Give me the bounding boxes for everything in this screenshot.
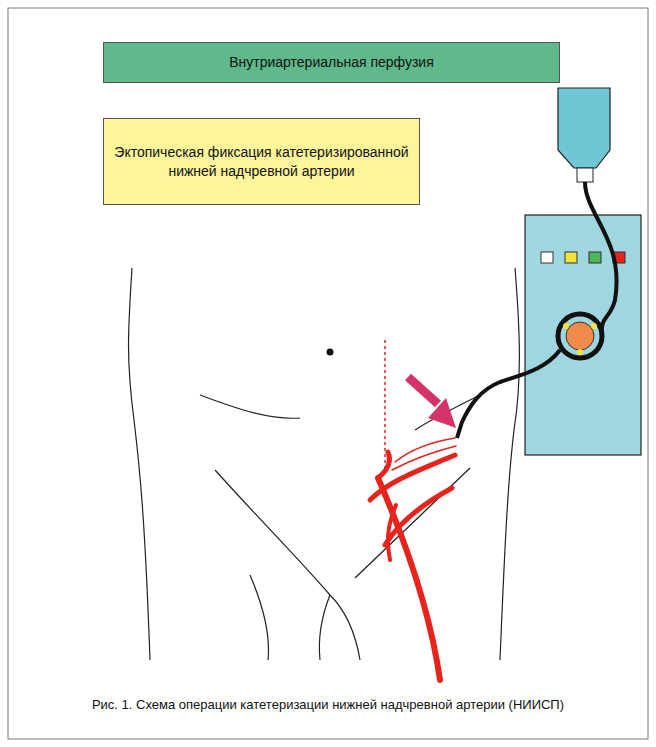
pump-tube-loop [558,314,602,358]
arteries [370,438,456,680]
box-text: Эктопическая фиксация катетеризированной… [104,143,419,179]
header-band: Внутриартериальная перфузия [103,42,560,83]
roller [577,349,583,355]
indicator-green [589,252,601,263]
body-outline [129,268,520,660]
tubing [585,182,617,336]
catheter [457,350,560,438]
bottle-connector [577,168,593,182]
indicator-white [541,252,553,263]
infusion-bottle [558,88,610,168]
navel [327,349,334,356]
perfusion-pump [525,215,641,455]
pump-rotor [566,322,594,350]
roller [563,323,569,329]
figure-caption: Рис. 1. Схема операции катетеризации ниж… [60,696,596,714]
note-box: Эктопическая фиксация катетеризированной… [103,118,420,205]
pointer-arrow [408,377,456,428]
box-text: Внутриартериальная перфузия [219,53,444,71]
frame [8,8,648,739]
indicator-yellow [565,252,577,263]
midline [384,340,386,470]
roller [591,323,597,329]
